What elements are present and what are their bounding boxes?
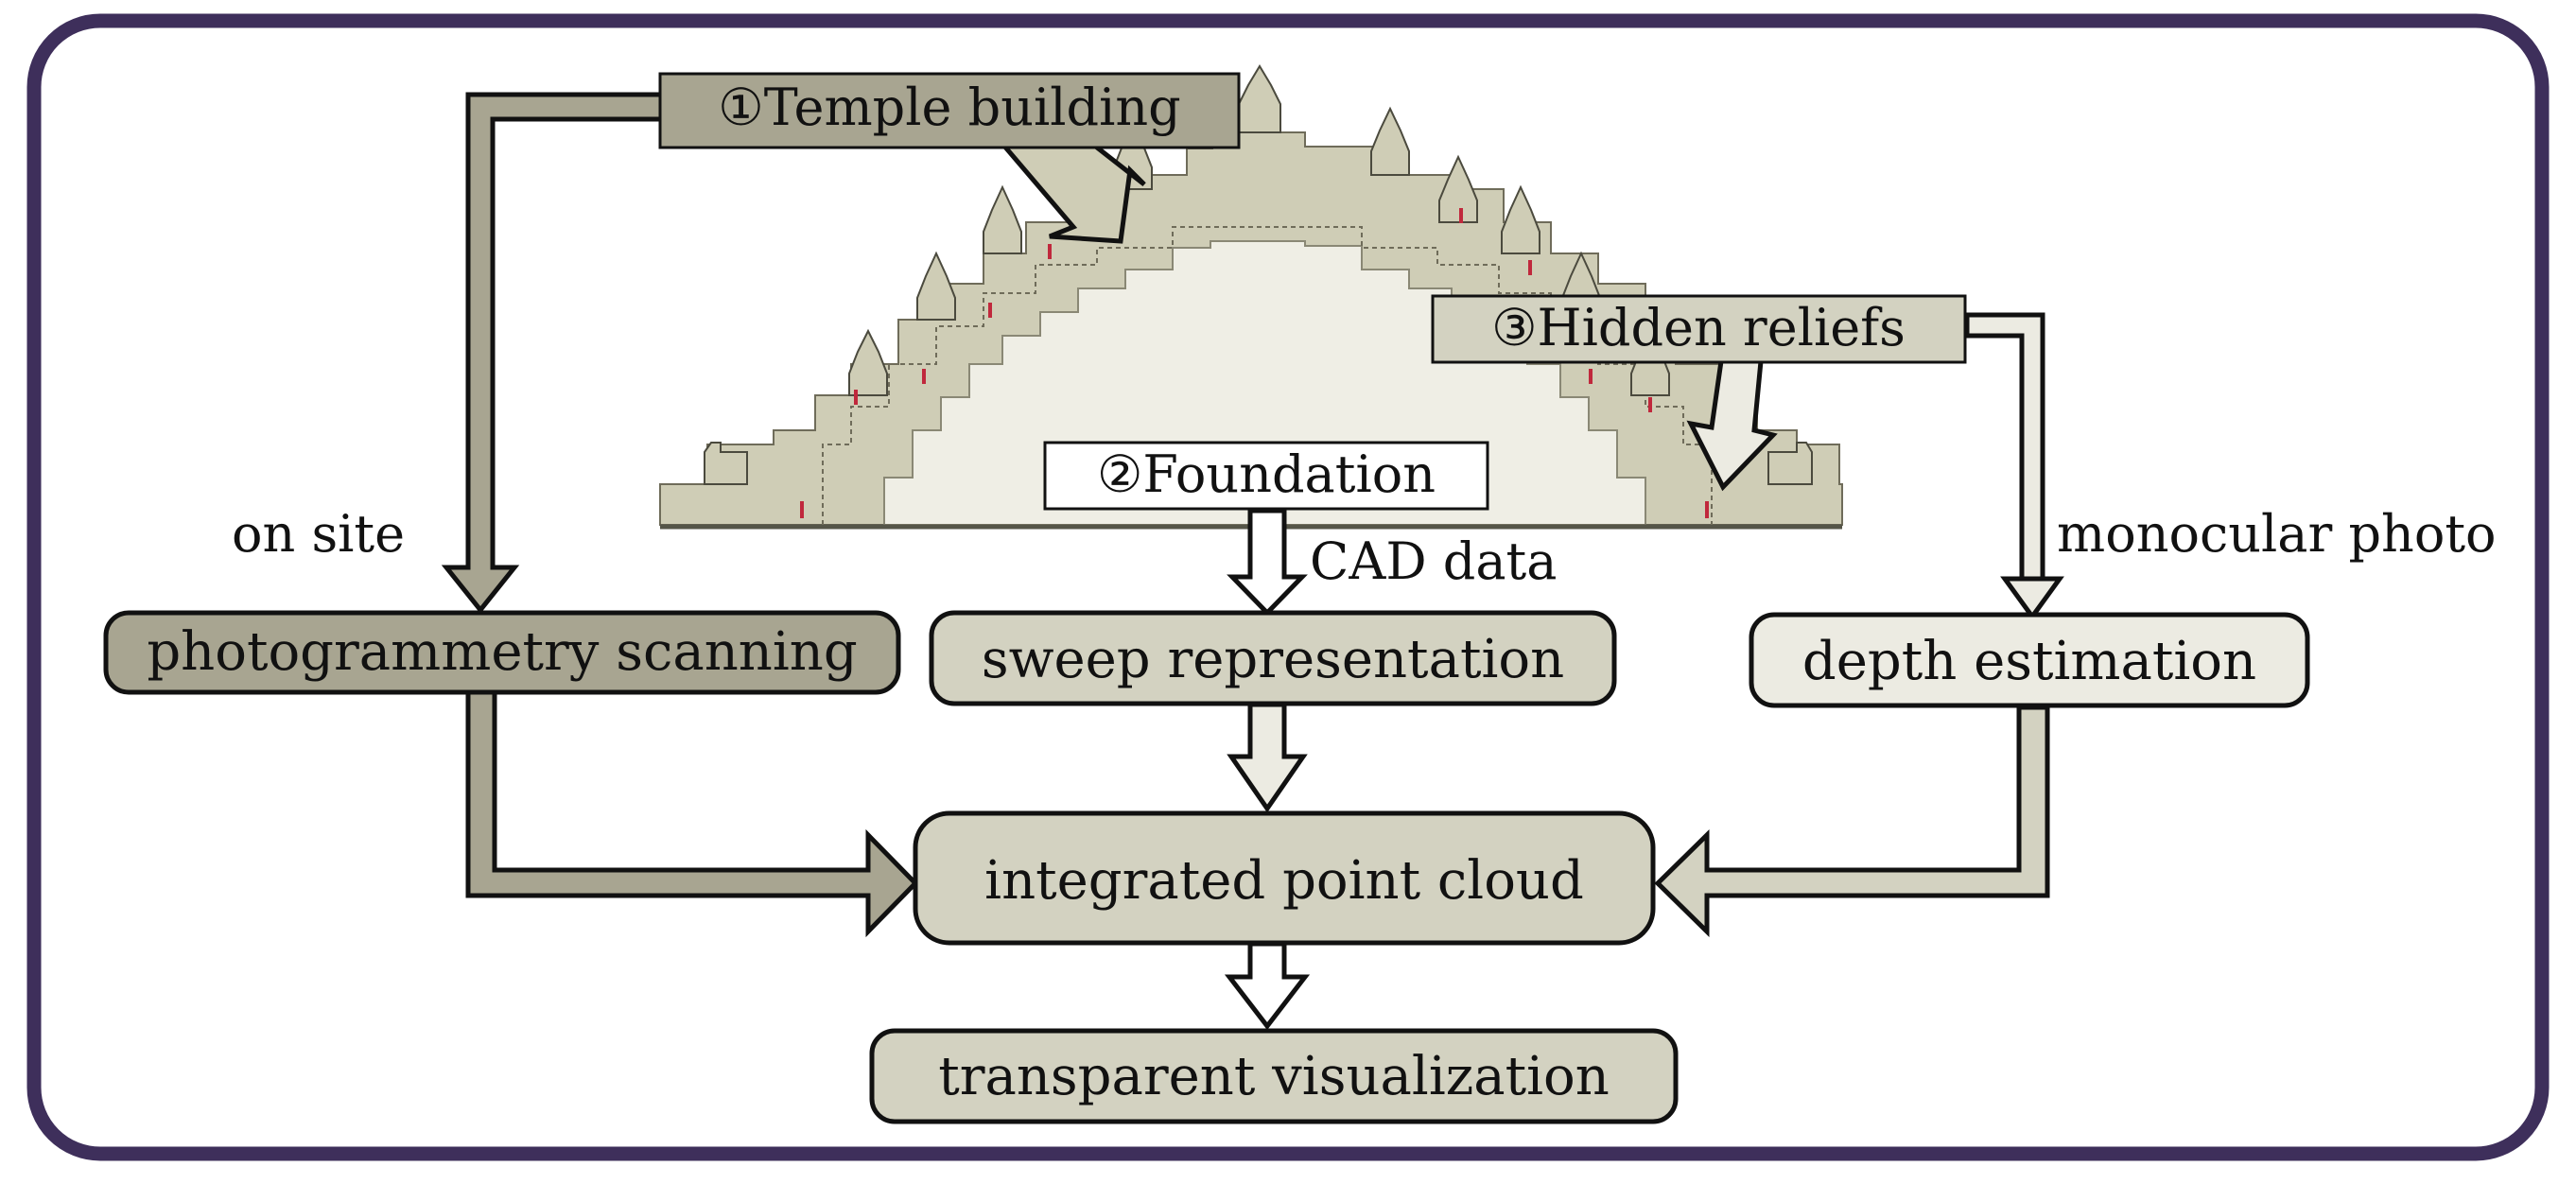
- arrow-reliefs-label-pointer: [1686, 358, 1778, 492]
- monocular-photo-label: monocular photo: [2057, 504, 2497, 564]
- temple-label-boxes: ①Temple building ③Hidden reliefs ②Founda…: [658, 72, 1967, 511]
- temple-building-label-box: [658, 72, 1241, 149]
- arrow-sweep-to-integrated: [1227, 702, 1308, 813]
- arrow-temple-to-photogrammetry: [441, 92, 665, 615]
- cad-data-label: CAD data: [1310, 531, 1557, 591]
- on-site-label: on site: [232, 504, 405, 564]
- depth-node-label: depth estimation: [1802, 631, 2256, 692]
- temple-dotted-contour: [822, 226, 1713, 525]
- hidden-reliefs-label: ③Hidden reliefs: [1491, 298, 1906, 357]
- spire-8: [1501, 184, 1540, 254]
- spire-6: [1370, 106, 1410, 176]
- foundation-label-box: [1043, 441, 1489, 511]
- photogrammetry-node-box: [103, 610, 901, 695]
- hidden-relief-marks: [800, 199, 1709, 518]
- temple-building-label: ①Temple building: [718, 78, 1180, 137]
- photogrammetry-node-label: photogrammetry scanning: [147, 621, 857, 683]
- spire-1: [848, 328, 888, 396]
- spire-5: [1238, 64, 1281, 133]
- visualization-node-box: [869, 1028, 1679, 1124]
- spire-2: [916, 251, 956, 321]
- flow-arrows: [441, 92, 2064, 1031]
- process-nodes: photogrammetry scanning sweep representa…: [103, 610, 2310, 1124]
- temple-right-wing: [1767, 442, 1813, 485]
- arrow-temple-label-pointer: [997, 141, 1146, 244]
- sweep-node-label: sweep representation: [982, 629, 1564, 690]
- spire-7: [1438, 154, 1478, 223]
- arrow-reliefs-to-depth-head: [2000, 576, 2064, 621]
- sweep-node-box: [929, 610, 1617, 706]
- hidden-reliefs-label-box: [1431, 294, 1967, 364]
- arrow-depth-to-integrated: [1654, 705, 2050, 937]
- arrow-foundation-to-sweep: [1227, 508, 1308, 617]
- arrow-integrated-to-visualization: [1224, 941, 1311, 1031]
- arrow-photogrammetry-to-integrated: [465, 688, 919, 938]
- spire-3: [983, 184, 1022, 254]
- visualization-node-label: transparent visualization: [938, 1046, 1610, 1107]
- depth-node-box: [1749, 612, 2310, 708]
- temple-left-wing: [704, 442, 748, 485]
- integrated-node-label: integrated point cloud: [984, 850, 1584, 912]
- integrated-node-box: [913, 810, 1656, 946]
- foundation-label: ②Foundation: [1097, 444, 1436, 504]
